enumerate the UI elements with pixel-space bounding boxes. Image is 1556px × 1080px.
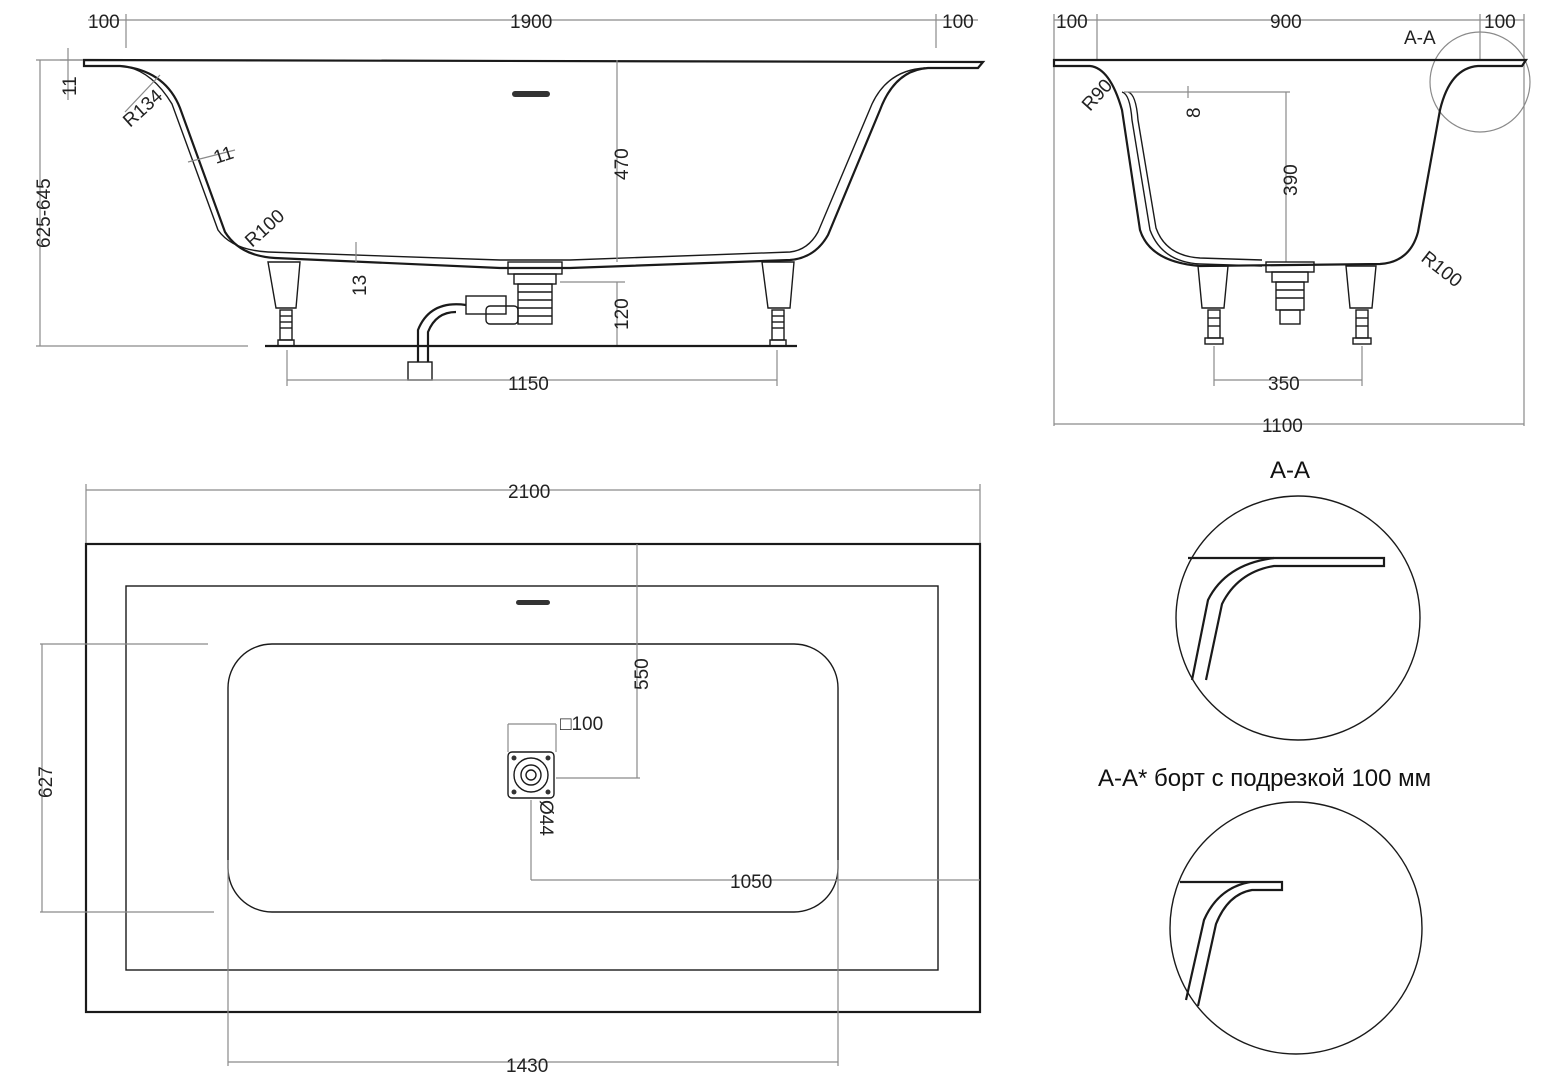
detail-aa-title: A-A (1270, 457, 1310, 484)
plan-total-length: 2100 (508, 482, 550, 503)
side-radius-bottom: R100 (241, 206, 289, 252)
end-depth: 390 (1281, 164, 1302, 196)
plan-outer-rim (84, 542, 982, 1014)
plan-drain (507, 751, 555, 799)
side-depth: 470 (612, 148, 633, 180)
plan-drain-diameter: Ø44 (535, 800, 556, 836)
side-top-left-ext: 100 (88, 12, 120, 33)
detail-aa: A-A (1175, 457, 1421, 741)
end-right-ext: 100 (1484, 12, 1516, 33)
end-legs-spacing: 350 (1268, 374, 1300, 395)
side-view: 100 1900 100 11 625-645 470 R134 11 R100… (34, 12, 986, 395)
side-top-right-ext: 100 (942, 12, 974, 33)
side-wall-thickness: 11 (211, 143, 236, 169)
end-drain-assembly (1265, 261, 1315, 325)
end-leg-left (1197, 265, 1229, 345)
plan-drain-offset-x: 1050 (730, 872, 772, 893)
side-top-length: 1900 (510, 12, 552, 33)
plan-inner-rim (125, 585, 939, 971)
side-leg-left (267, 261, 301, 347)
detail-aa-cut-title: A-A* борт с подрезкой 100 мм (1098, 765, 1431, 792)
side-rim-thickness: 11 (60, 76, 81, 96)
detail-aa-cut: A-A* борт с подрезкой 100 мм (1098, 765, 1431, 1055)
side-drain-assembly (407, 261, 563, 381)
plan-overflow-slot (516, 600, 550, 605)
side-leg-right (761, 261, 795, 347)
end-tub-outline (1052, 58, 1529, 268)
detail-aa-cut-circle (1169, 801, 1423, 1055)
end-leg-right (1345, 265, 1377, 345)
end-section-mark: A-A (1404, 28, 1436, 49)
plan-drain-offset-y: 550 (632, 658, 653, 690)
end-rim-offset: 8 (1184, 107, 1205, 118)
plan-view: 2100 550 □100 Ø44 627 (36, 482, 982, 1077)
plan-inner-length: 1430 (506, 1056, 548, 1077)
end-view: 100 900 100 A-A 8 390 R90 R100 (1052, 12, 1531, 437)
side-drain-height: 120 (612, 298, 633, 330)
end-radius-bottom: R100 (1417, 247, 1466, 292)
side-bottom-thickness: 13 (350, 275, 371, 296)
side-legs-spacing: 1150 (508, 374, 549, 395)
plan-inner-width: 627 (36, 766, 57, 798)
detail-aa-circle (1175, 495, 1421, 741)
end-left-ext: 100 (1056, 12, 1088, 33)
end-inner-width: 900 (1270, 12, 1302, 33)
side-tub-outline (82, 58, 986, 270)
side-height-range: 625-645 (34, 178, 55, 248)
side-overflow-slot (512, 91, 550, 97)
plan-basin (227, 643, 839, 913)
plan-drain-square: □100 (560, 714, 603, 735)
end-total-width: 1100 (1262, 416, 1303, 437)
end-section-circle (1429, 31, 1531, 133)
